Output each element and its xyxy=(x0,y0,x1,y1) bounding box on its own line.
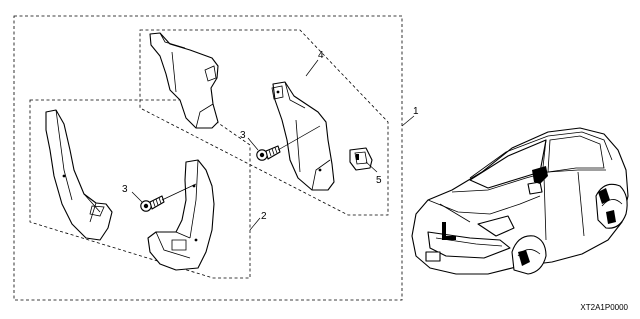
callout-kit: 1 xyxy=(413,106,419,117)
leader-lines xyxy=(131,59,415,231)
rear-left-mud-guard xyxy=(45,109,113,241)
callout-clip: 5 xyxy=(376,175,382,186)
front-set-boundary xyxy=(139,29,389,216)
vehicle-illustration xyxy=(411,127,629,275)
kit-boundary xyxy=(13,15,403,301)
callout-front-set: 4 xyxy=(318,50,324,61)
clip xyxy=(349,147,373,171)
screw-front xyxy=(256,145,281,161)
front-left-mud-guard xyxy=(149,32,219,129)
callout-screw-front: 3 xyxy=(240,130,246,141)
screw-rear xyxy=(140,195,165,212)
front-right-mud-guard xyxy=(271,81,335,191)
rear-right-mud-guard xyxy=(147,159,215,271)
callout-screw-rear: 3 xyxy=(122,184,128,195)
part-code: XT2A1P0000 xyxy=(580,303,628,312)
callout-rear-set: 2 xyxy=(261,211,267,222)
